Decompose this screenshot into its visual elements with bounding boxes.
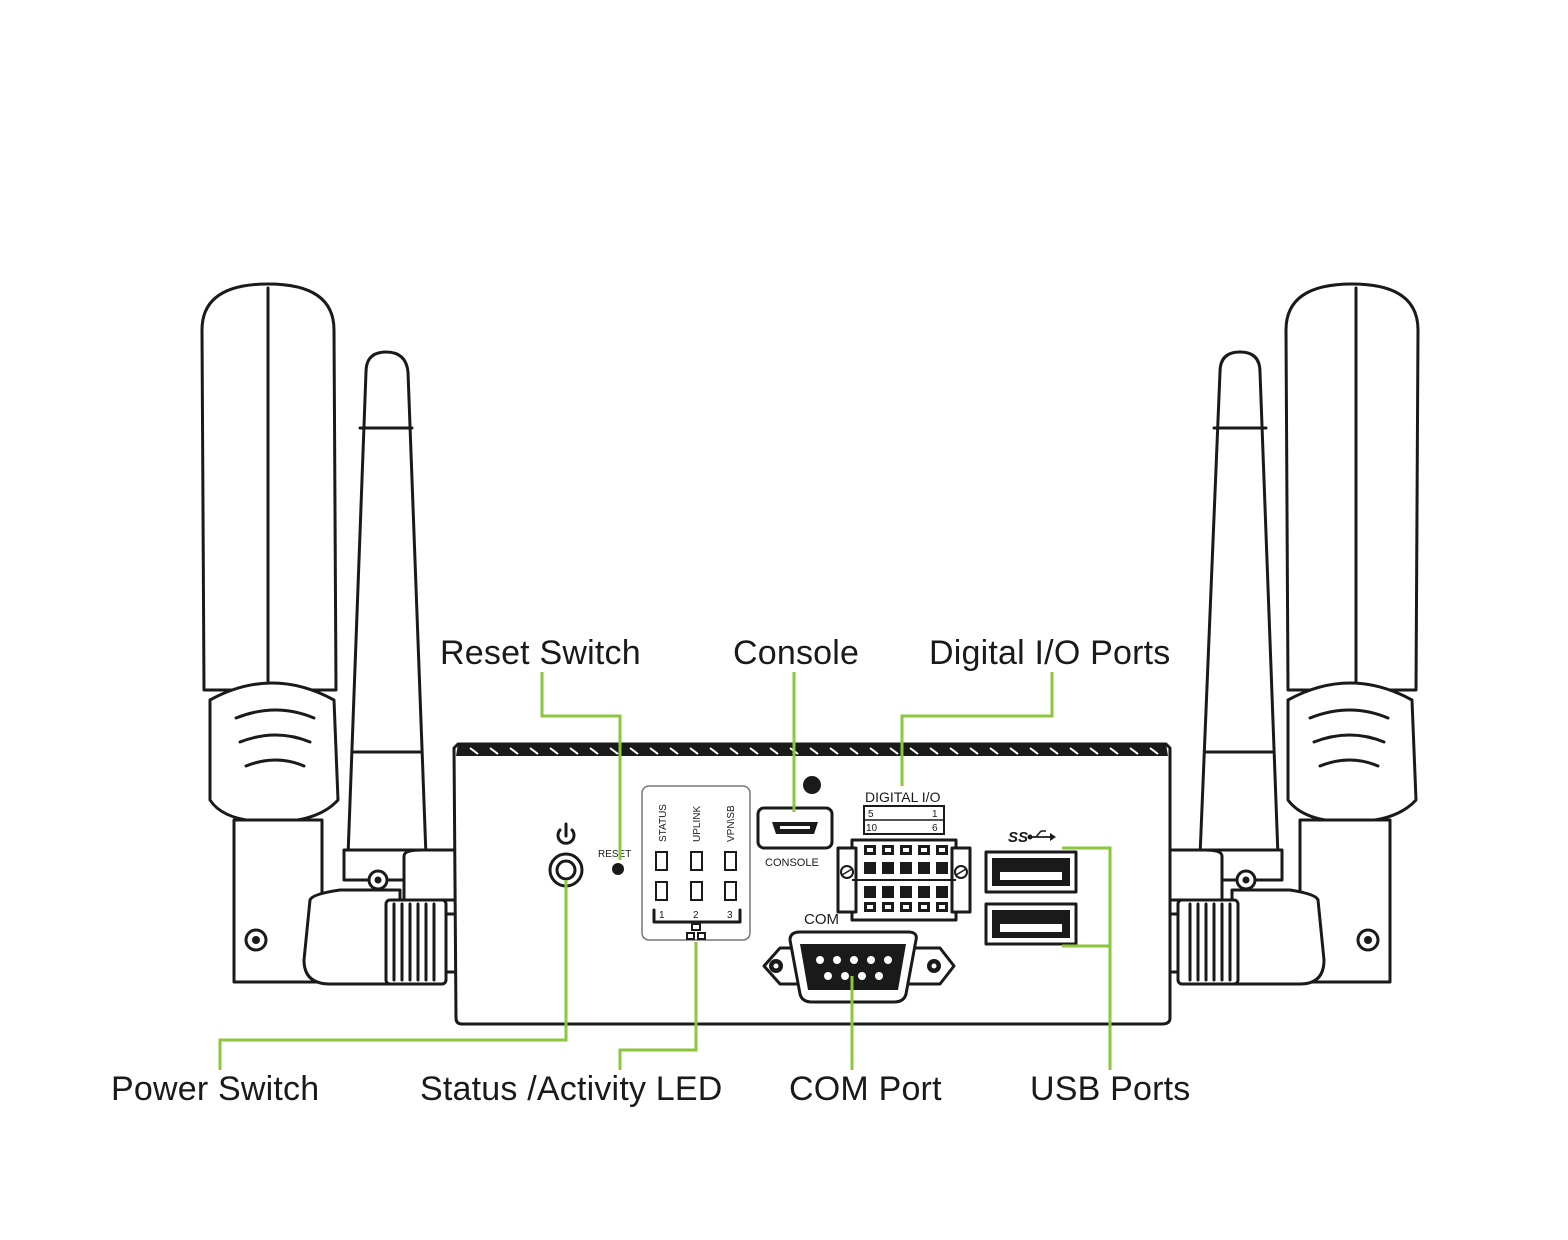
top-vents <box>469 747 1159 755</box>
callout-power-switch: Power Switch <box>111 1070 320 1108</box>
console-label: CONSOLE <box>765 857 819 869</box>
dio-pin-5: 5 <box>868 809 874 820</box>
callout-digital-io-ports: Digital I/O Ports <box>929 634 1171 672</box>
leader-power-switch <box>218 880 568 1070</box>
callout-com-port: COM Port <box>789 1070 942 1108</box>
callout-usb-ports: USB Ports <box>1030 1070 1191 1108</box>
leader-status-led <box>618 942 698 1070</box>
right-thick-antenna <box>1284 282 1420 984</box>
digital-io-label: DIGITAL I/O <box>865 789 941 805</box>
reset-label: RESET <box>598 849 631 860</box>
callout-status-activity-led: Status /Activity LED <box>420 1070 723 1108</box>
led-label-uplink: UPLINK <box>692 806 703 842</box>
dio-pin-6: 6 <box>932 823 938 834</box>
right-thin-antenna <box>1194 350 1284 882</box>
led-number-2: 2 <box>693 910 699 921</box>
digital-io-terminal[interactable] <box>836 838 972 922</box>
usb-port-1[interactable] <box>984 850 1078 894</box>
led-number-3: 3 <box>727 910 733 921</box>
usb-superspeed-icon <box>1027 830 1056 841</box>
led-label-status: STATUS <box>658 804 669 842</box>
left-thick-antenna <box>200 282 340 984</box>
console-port[interactable] <box>756 806 834 850</box>
dio-pin-1: 1 <box>932 809 938 820</box>
network-icon <box>686 923 706 940</box>
led-vpn-1 <box>724 851 737 871</box>
left-thin-antenna <box>342 350 432 882</box>
led-panel: STATUS UPLINK VPN\SB 1 2 3 <box>641 785 751 941</box>
right-antenna-joint <box>1164 848 1326 986</box>
power-switch[interactable] <box>548 852 584 888</box>
dio-pin-10: 10 <box>866 823 878 834</box>
led-uplink-2 <box>690 881 703 901</box>
reset-switch[interactable] <box>612 863 624 875</box>
power-icon <box>556 822 576 845</box>
led-uplink-1 <box>690 851 703 871</box>
left-antenna-joint <box>302 848 460 986</box>
digital-io-pin-legend: 5 1 10 6 <box>863 805 945 835</box>
usb-ss-label: SS <box>1008 829 1028 846</box>
com-port[interactable] <box>762 930 956 1004</box>
leader-lines <box>218 672 1112 1070</box>
led-vpn-2 <box>724 881 737 901</box>
callout-reset-switch: Reset Switch <box>440 634 641 672</box>
com-label: COM <box>804 911 839 928</box>
led-status-2 <box>655 881 668 901</box>
led-status-1 <box>655 851 668 871</box>
led-label-vpn-usb: VPN\SB <box>726 805 737 842</box>
console-screw <box>803 776 821 794</box>
usb-port-2[interactable] <box>984 902 1078 946</box>
callout-console: Console <box>733 634 860 672</box>
leader-digital-io <box>900 672 1054 786</box>
leader-usb-ports <box>1062 846 1112 1070</box>
led-number-1: 1 <box>659 910 665 921</box>
leader-reset-switch <box>540 672 622 860</box>
